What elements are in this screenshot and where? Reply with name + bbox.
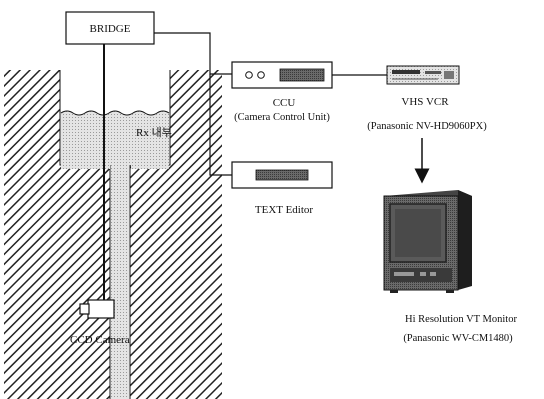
pool-wall-left	[4, 70, 110, 399]
text-editor-device	[231, 161, 333, 189]
ccu-full-label: (Camera Control Unit)	[234, 112, 330, 123]
ccu-name-label: CCU	[273, 97, 296, 109]
monitor-name-label: Hi Resolution VT Monitor	[405, 314, 517, 325]
pool-water-upper	[61, 111, 169, 165]
vhs-vcr-icon	[386, 65, 460, 85]
ccd-camera-icon	[79, 299, 115, 319]
text-editor-label: TEXT Editor	[255, 204, 313, 216]
ccd-camera-label: CCD Camera	[70, 334, 130, 346]
bridge-label: BRIDGE	[90, 23, 131, 35]
reactor-pool: Rx 내부	[4, 70, 222, 399]
pool-water-lower	[111, 165, 129, 399]
vcr-model-label: (Panasonic NV-HD9060PX)	[367, 121, 487, 132]
rx-label: Rx 내부	[136, 126, 172, 139]
bridge-box: BRIDGE	[65, 11, 155, 45]
monitor-icon	[383, 190, 472, 293]
bridge-to-editor-line	[209, 74, 232, 176]
pool-wall-right	[130, 70, 222, 399]
bridge-to-ccu-line	[154, 32, 232, 75]
vcr-name-label: VHS VCR	[401, 96, 449, 108]
monitor-model-label: (Panasonic WV-CM1480)	[403, 333, 513, 344]
ccu-device	[231, 61, 333, 89]
